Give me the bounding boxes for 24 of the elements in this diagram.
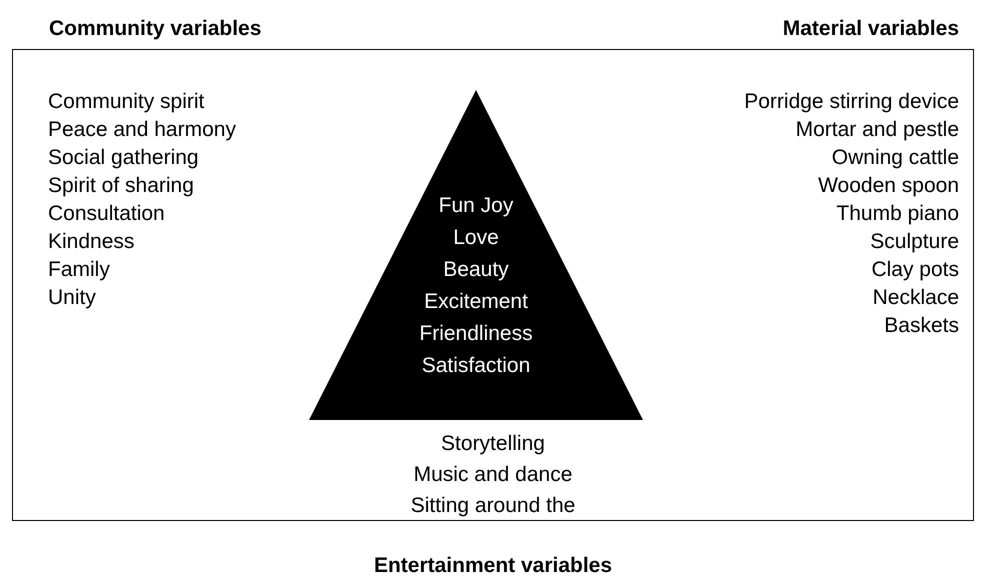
variable-label: Baskets (884, 314, 959, 338)
variable-label: Spirit of sharing (48, 174, 194, 198)
variable-label: Wooden spoon (818, 174, 959, 198)
triangle-text: Fun Joy Love Beauty Excitement Friendliness Satisfaction (419, 193, 533, 379)
variable-label: Owning cattle (832, 146, 959, 170)
variable-label: Community spirit (48, 90, 204, 114)
variable-label: Peace and harmony (48, 118, 236, 142)
heading: Community variables (49, 17, 262, 41)
variable-label: Thumb piano (836, 202, 959, 226)
variable-label: Kindness (48, 230, 134, 254)
variable-label: Consultation (48, 202, 165, 226)
variable-label: Social gathering (48, 146, 199, 170)
variable-label: Clay pots (871, 258, 959, 282)
variable-label: Family (48, 258, 110, 282)
variable-label: Storytelling (440, 432, 546, 456)
variable-label: Sitting around the (410, 494, 576, 518)
variable-label: Unity (48, 286, 96, 310)
heading: Entertainment variables (372, 554, 614, 578)
variable-label: Sculpture (870, 230, 959, 254)
variable-label: Porridge stirring device (744, 90, 959, 114)
heading: Material variables (782, 17, 959, 41)
variable-label: Mortar and pestle (796, 118, 959, 142)
variable-label: Necklace (872, 286, 959, 310)
variable-label: Music and dance (412, 463, 574, 487)
